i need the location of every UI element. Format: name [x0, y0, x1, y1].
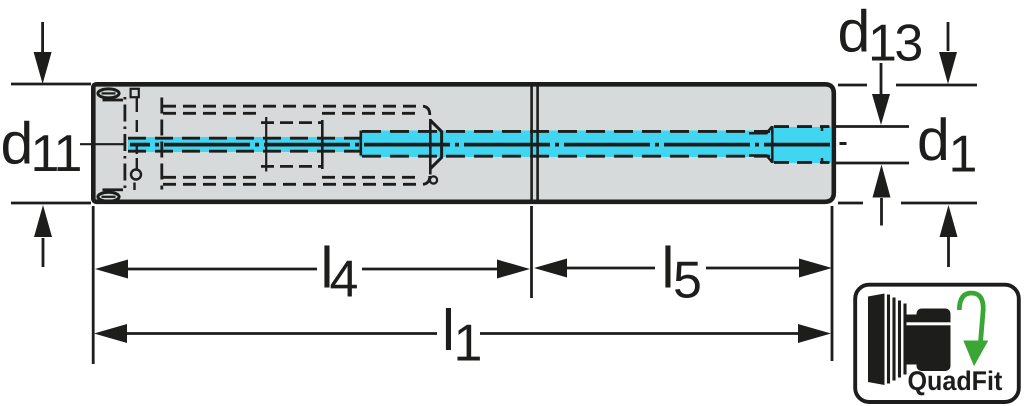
svg-text:QuadFit: QuadFit [908, 366, 1003, 396]
svg-text:d: d [838, 0, 871, 65]
svg-text:l: l [662, 236, 675, 301]
svg-text:1: 1 [454, 315, 483, 373]
svg-text:4: 4 [330, 251, 359, 309]
svg-text:l: l [442, 298, 455, 363]
svg-text:l: l [321, 236, 334, 301]
svg-text:1: 1 [949, 126, 978, 184]
svg-text:13: 13 [868, 15, 921, 73]
svg-text:5: 5 [673, 252, 702, 310]
svg-text:11: 11 [31, 125, 81, 183]
svg-text:d: d [1, 111, 34, 177]
svg-text:d: d [917, 107, 950, 173]
